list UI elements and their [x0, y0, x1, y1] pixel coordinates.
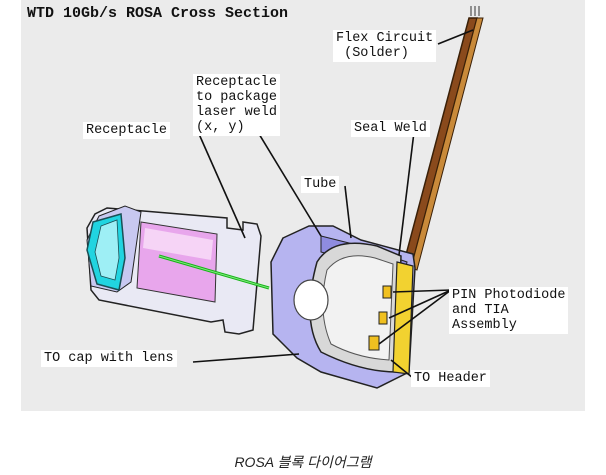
flex-circuit — [402, 6, 484, 271]
label-seal-weld: Seal Weld — [351, 120, 430, 137]
label-receptacle: Receptacle — [83, 122, 171, 139]
leader-lines — [192, 29, 474, 379]
rosa-cross-section-figure: WTD 10Gb/s ROSA Cross Section Flex Circu… — [21, 0, 585, 411]
lens — [293, 279, 329, 321]
ferrule — [86, 213, 126, 291]
figure-title: WTD 10Gb/s ROSA Cross Section — [27, 5, 289, 22]
label-to-header: TO Header — [411, 370, 490, 387]
label-flex-circuit: Flex Circuit (Solder) — [333, 30, 437, 62]
label-to-cap: TO cap with lens — [41, 350, 177, 367]
label-receptacle-weld: Receptacle to package laser weld (x, y) — [193, 74, 281, 136]
figure-caption: ROSA 블록 다이어그램 — [234, 454, 372, 470]
cross-section-drawing — [86, 6, 484, 389]
label-pin-tia: PIN Photodiode and TIA Assembly — [449, 287, 569, 334]
to-header — [368, 261, 414, 375]
label-tube: Tube — [301, 176, 340, 193]
